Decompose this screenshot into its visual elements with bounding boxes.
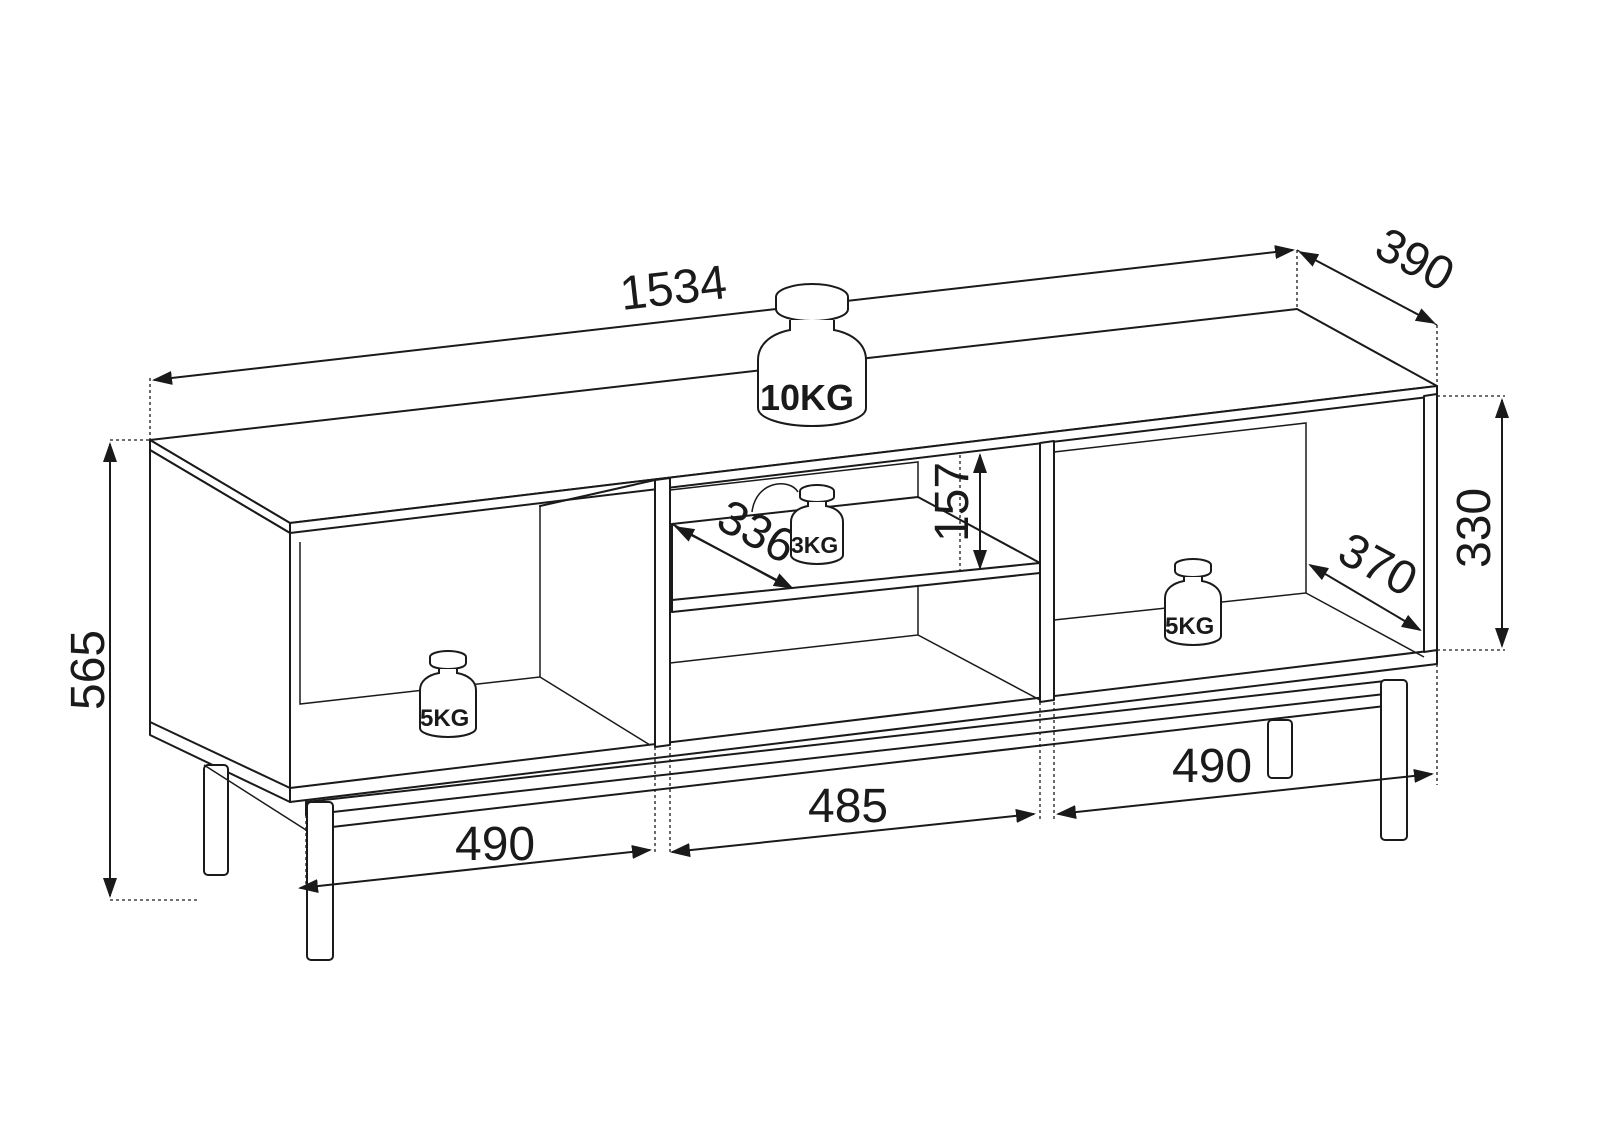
front-leg-right <box>1380 679 1408 841</box>
dim-line-inner-depth-right <box>1308 563 1422 632</box>
right-side-panel <box>1423 393 1438 653</box>
dim-line-compartment-middle <box>670 808 1036 858</box>
weight-10kg-label: 10KG <box>760 377 854 418</box>
label-depth: 390 <box>1367 218 1463 302</box>
label-compartment-left: 490 <box>455 818 535 871</box>
front-leg-left <box>306 801 334 961</box>
label-total-height: 565 <box>62 630 115 710</box>
divider-left <box>654 477 671 748</box>
weight-5kg-left-label: 5KG <box>420 705 469 732</box>
dim-line-depth <box>1298 251 1436 324</box>
weight-5kg-left-icon: 5KG <box>419 650 477 739</box>
weight-3kg-label: 3KG <box>791 532 838 558</box>
weight-5kg-right-icon: 5KG <box>1164 558 1222 647</box>
divider-right <box>1039 440 1055 703</box>
label-width: 1534 <box>617 256 729 321</box>
dim-line-compartment-right <box>1056 768 1434 820</box>
label-inner-depth-right: 370 <box>1330 523 1426 607</box>
label-body-height: 330 <box>1448 488 1501 568</box>
weight-10kg-icon: 10KG <box>757 283 867 428</box>
rear-leg-left <box>203 764 229 876</box>
weight-5kg-right-label: 5KG <box>1165 613 1214 640</box>
label-compartment-right: 490 <box>1172 740 1252 793</box>
dimension-lines <box>103 245 1509 898</box>
dim-line-inner-depth-middle <box>674 526 794 589</box>
rear-leg-right <box>1267 719 1293 779</box>
weight-3kg-icon: 3KG <box>790 484 844 566</box>
label-compartment-middle: 485 <box>808 780 888 833</box>
dim-line-compartment-left <box>298 844 652 894</box>
dim-line-width <box>152 245 1295 385</box>
label-shelf-gap: 157 <box>926 462 979 542</box>
